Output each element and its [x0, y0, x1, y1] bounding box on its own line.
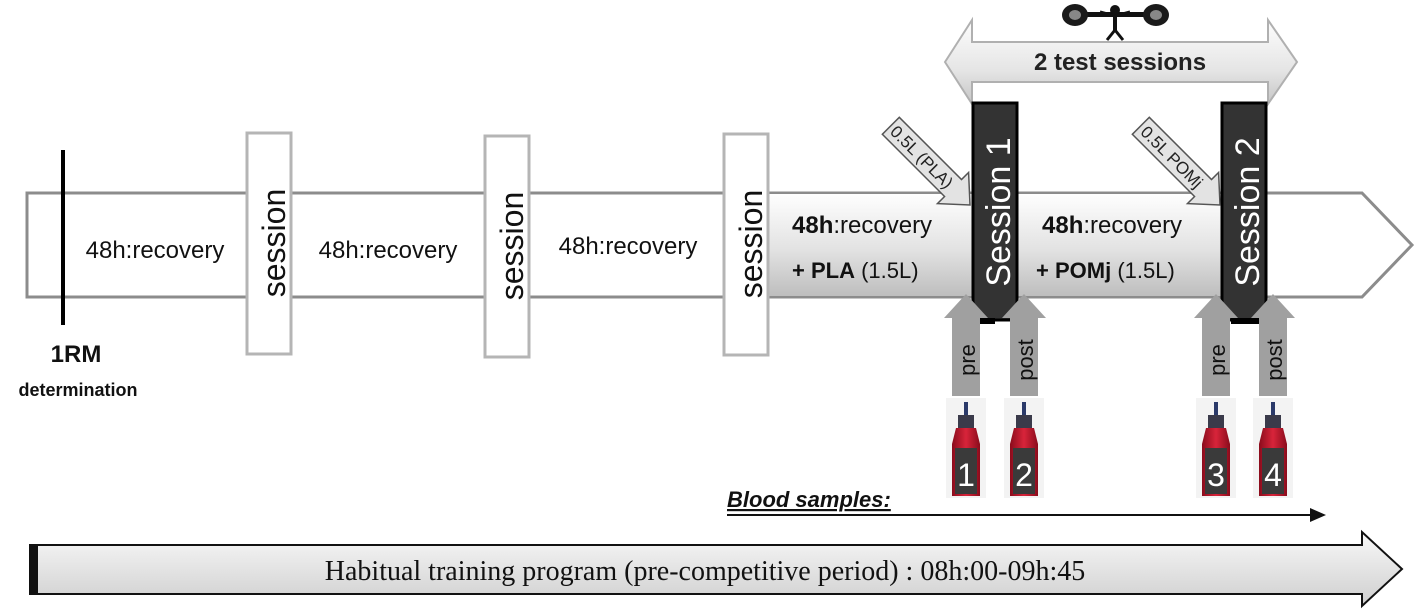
test-session-label-1: Session 1	[980, 137, 1018, 286]
phase2-line1: 48h:recovery	[1042, 212, 1182, 239]
session-box-1	[245, 131, 293, 356]
blood-vial-3: 3	[1196, 398, 1236, 498]
blood-samples-label: Blood samples:	[727, 487, 891, 512]
pre-arrow-1: pre	[944, 294, 988, 396]
phase1-line1: 48h:recovery	[792, 212, 932, 239]
blood-vial-label-4: 4	[1264, 457, 1282, 493]
recovery-label-1: 48h:recovery	[86, 237, 225, 264]
post-label-2: post	[1262, 339, 1287, 381]
test-sessions-label: 2 test sessions	[1034, 49, 1206, 76]
blood-vial-label-3: 3	[1207, 457, 1225, 493]
post-arrow-1: post	[1002, 294, 1046, 396]
pre-label-1: pre	[955, 344, 980, 376]
blood-vial-label-2: 2	[1015, 457, 1033, 493]
blood-vial-1: 1	[946, 398, 986, 498]
session-label-1: session	[256, 189, 292, 298]
dose-label-2: 0.5L POMj	[1137, 122, 1207, 192]
weightlifter-icon	[1062, 4, 1169, 41]
habitual-program-arrow	[29, 529, 1404, 609]
blood-vial-label-1: 1	[957, 457, 975, 493]
recovery-label-3: 48h:recovery	[559, 233, 698, 260]
phase2-line2: + POMj (1.5L)	[1036, 258, 1175, 283]
dose-label-1: 0.5L (PLA)	[886, 122, 956, 192]
phase1-line2: + PLA (1.5L)	[792, 258, 919, 283]
session-box-2	[483, 134, 531, 359]
pre-arrow-2: pre	[1194, 294, 1238, 396]
test-session-box-1	[971, 101, 1019, 322]
test-session-label-2: Session 2	[1229, 137, 1267, 286]
session-label-3: session	[733, 190, 769, 299]
blood-samples-arrow-head	[1310, 508, 1326, 522]
post-label-1: post	[1013, 339, 1038, 381]
start-label: 1RM	[51, 341, 102, 368]
habitual-program-label: Habitual training program (pre-competiti…	[325, 556, 1085, 587]
session2-base	[1231, 318, 1261, 324]
habitual-program-stop	[30, 545, 38, 594]
session-label-2: session	[494, 192, 530, 301]
session-box-3	[722, 132, 770, 357]
recovery-label-2: 48h:recovery	[319, 237, 458, 264]
blood-vial-2: 2	[1004, 398, 1044, 498]
pre-label-2: pre	[1205, 344, 1230, 376]
post-arrow-2: post	[1251, 294, 1295, 396]
test-sessions-arrow	[943, 16, 1299, 108]
blood-vial-4: 4	[1253, 398, 1293, 498]
start-sublabel: determination	[18, 380, 137, 400]
